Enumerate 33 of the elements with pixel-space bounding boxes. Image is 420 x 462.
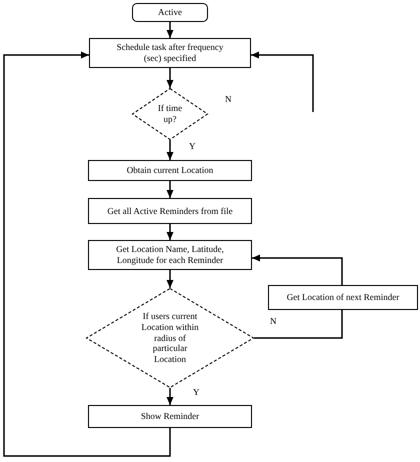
arrow [252,254,343,285]
node-label: Show Reminder [140,411,200,422]
decision-diamond [132,88,208,140]
start-box [132,3,208,22]
connector-line [254,310,343,339]
node-label: Obtain current Location [126,165,214,176]
edge-label: N [269,317,278,327]
process-box [88,405,252,428]
process-box [268,285,418,310]
arrow [166,224,174,240]
process-box [88,240,252,270]
arrow [166,181,174,198]
branch-label: N [224,95,232,105]
edge-label: Y [192,388,200,398]
node-label: Get Location Name, Latitude, Longitude for each Reminder [115,244,225,266]
edge-label: Y [188,142,196,152]
process-box [88,198,252,224]
process-box [89,38,251,68]
decision-diamond [86,288,254,388]
node-label: Get Location of next Reminder [286,292,400,303]
node-label: If time up? [156,103,184,125]
arrow [166,68,174,88]
process-box [88,160,252,181]
arrow [166,22,174,38]
arrow [3,52,171,457]
node-label: Schedule task after frequency (sec) specified [116,42,224,64]
arrow [166,140,174,160]
arrow [166,270,174,288]
arrow [166,388,174,405]
node-label: Active [158,7,182,18]
node-label: Get all Active Reminders from file [107,206,233,216]
arrow [251,52,314,112]
node-label: If users current Location within radius of particular Location [140,311,200,365]
